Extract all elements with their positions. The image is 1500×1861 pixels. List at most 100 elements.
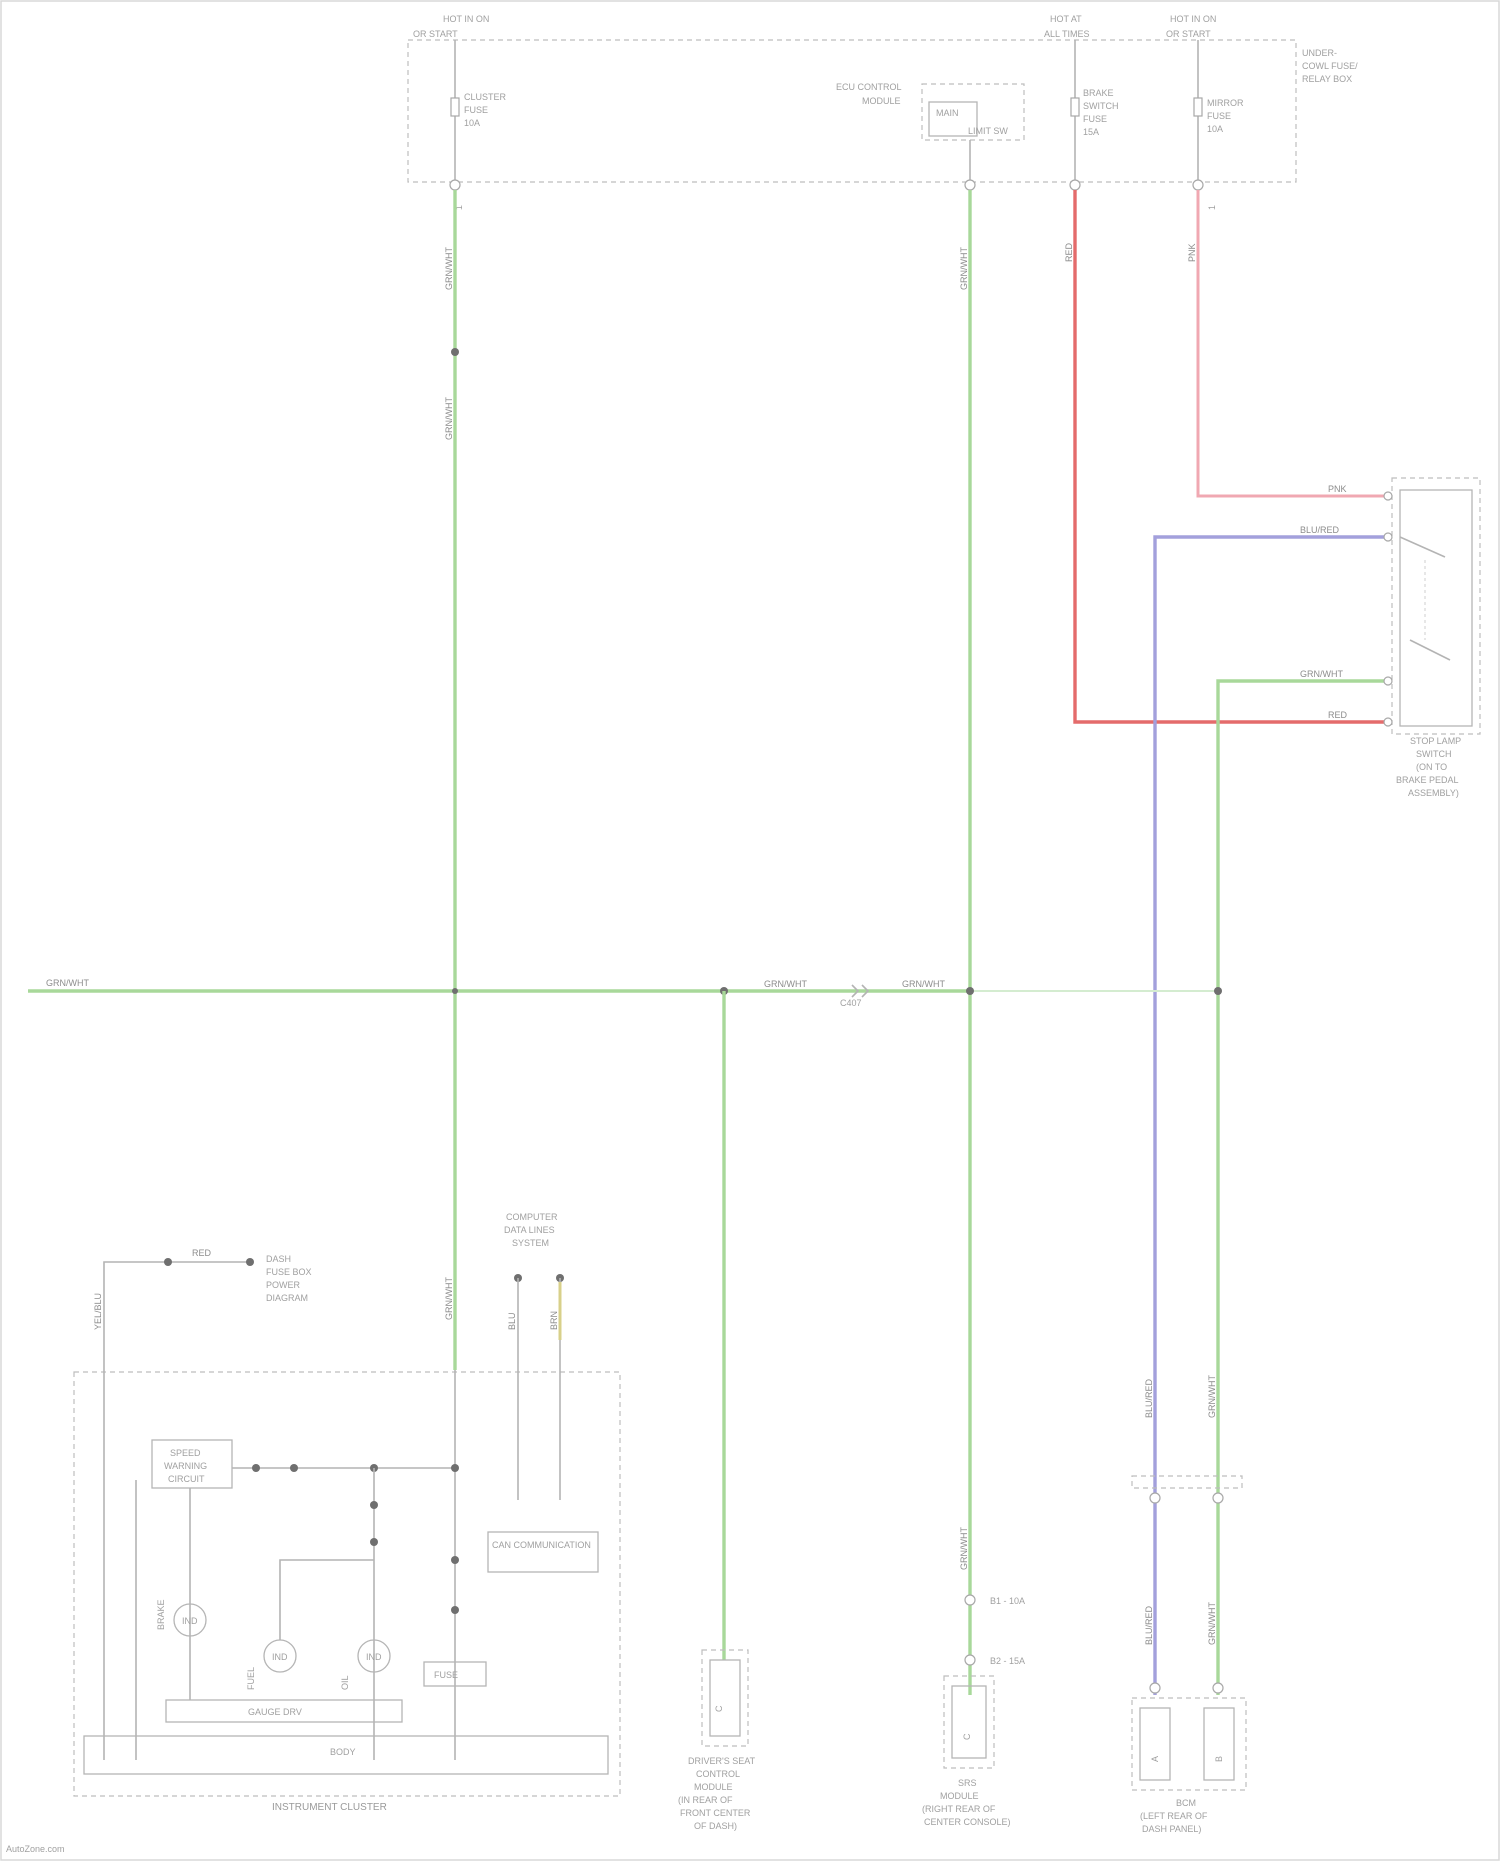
wire-label-bus-mid: GRN/WHT (764, 979, 807, 989)
hot-label-3b: OR START (1166, 29, 1211, 39)
airbag-left-l5: FRONT CENTER (680, 1808, 751, 1818)
wire-label-purple-right: BLU/RED (1300, 525, 1340, 535)
cluster-conn-label-1: COMPUTER (506, 1212, 558, 1222)
rear-connector-right: A B BCM (LEFT REAR OF DASH PANEL) (1132, 1476, 1246, 1834)
fuse-mid-label-3: FUSE (1083, 114, 1107, 124)
splice-left-upper (451, 348, 459, 356)
rear-conn-pin-2: B (1214, 1756, 1224, 1762)
cluster-ref-1: DASH (266, 1254, 291, 1264)
wire-label-bus-left: GRN/WHT (46, 978, 89, 988)
wire-label-red-right: RED (1328, 710, 1348, 720)
hot-label-1: HOT IN ON (443, 14, 489, 24)
fuse-right-label-3: 10A (1207, 124, 1223, 134)
wire-label-left-2: GRN/WHT (444, 397, 454, 440)
splice-bus-cross (452, 988, 458, 994)
cluster-logic-box: CAN COMMUNICATION (492, 1540, 591, 1550)
airbag-left-l3: MODULE (694, 1782, 733, 1792)
airbag-left-l6: OF DASH) (694, 1821, 737, 1831)
fuse-box-name-1: UNDER- (1302, 48, 1337, 58)
splice-bus-switch (1214, 987, 1222, 995)
wire-label-pink-right: PNK (1328, 484, 1347, 494)
cluster-conn-label-3: SYSTEM (512, 1238, 549, 1248)
cluster-ground-bar: BODY (330, 1747, 356, 1757)
instrument-cluster: RED DASH FUSE BOX POWER DIAGRAM YEL/BLU … (74, 1212, 620, 1813)
control-module-label-1: ECU CONTROL (836, 82, 902, 92)
gauge-1-label: IND (182, 1616, 198, 1626)
fuse-mid-label-4: 15A (1083, 127, 1099, 137)
mid-conn-ref-2: B2 - 15A (990, 1656, 1025, 1666)
fuse-left-label-3: 10A (464, 118, 480, 128)
wire-label-left-3: GRN/WHT (444, 1277, 454, 1320)
cluster-ref-2: FUSE BOX (266, 1267, 312, 1277)
hot-label-2: HOT AT (1050, 14, 1082, 24)
fuse-right (1194, 98, 1202, 116)
fuse-right-label-1: MIRROR (1207, 98, 1244, 108)
airbag-left-l2: CONTROL (696, 1769, 740, 1779)
fuse-box-top: HOT IN ON OR START HOT AT ALL TIMES HOT … (408, 14, 1358, 210)
stop-lamp-switch: STOP LAMP SWITCH (ON TO BRAKE PEDAL ASSE… (1384, 478, 1480, 798)
fuse-box-name-3: RELAY BOX (1302, 74, 1352, 84)
airbag-sensor-left: C DRIVER'S SEAT CONTROL MODULE (IN REAR … (678, 1650, 756, 1831)
mid-conn-ref-1: B1 - 10A (990, 1596, 1025, 1606)
wire-label-left-1: GRN/WHT (444, 247, 454, 290)
fuse-box-name-2: COWL FUSE/ (1302, 61, 1358, 71)
wire-label-module-2: GRN/WHT (959, 1527, 969, 1570)
stop-switch-label-4: BRAKE PEDAL (1396, 775, 1459, 785)
wire-purple (1155, 537, 1388, 1695)
cluster-module-l2: WARNING (164, 1461, 207, 1471)
wire-label-switch-1: GRN/WHT (1207, 1375, 1217, 1418)
mid-conn-pin: C (962, 1733, 972, 1740)
cluster-small-box: FUSE (434, 1670, 458, 1680)
mid-conn-l4: CENTER CONSOLE) (924, 1817, 1011, 1827)
cluster-conn-wire-2: BRN (549, 1311, 559, 1330)
gauge-3-label: IND (366, 1652, 382, 1662)
fuse-mid (1071, 98, 1079, 116)
wire-label-module-1: GRN/WHT (959, 247, 969, 290)
rear-conn-l2: (LEFT REAR OF (1140, 1811, 1208, 1821)
fuse-left-label-1: CLUSTER (464, 92, 507, 102)
cluster-module-l3: CIRCUIT (168, 1474, 205, 1484)
splice-bus-module (966, 987, 974, 995)
control-module-label-2: MODULE (862, 96, 901, 106)
cluster-name: INSTRUMENT CLUSTER (272, 1802, 387, 1813)
cluster-ref-4: DIAGRAM (266, 1293, 308, 1303)
fuse-mid-label-2: SWITCH (1083, 101, 1119, 111)
hot-label-1b: OR START (413, 29, 458, 39)
cluster-red-label: RED (192, 1248, 212, 1258)
cluster-ref-3: POWER (266, 1280, 301, 1290)
gauge-2-label: IND (272, 1652, 288, 1662)
mid-conn-l1: SRS (958, 1778, 977, 1788)
hot-label-3: HOT IN ON (1170, 14, 1216, 24)
stop-switch-label-3: (ON TO (1416, 762, 1447, 772)
wire-label-red-top: RED (1064, 242, 1074, 262)
cluster-conn-wire-1: BLU (507, 1312, 517, 1330)
wire-pink (1198, 190, 1388, 496)
cluster-module-l1: SPEED (170, 1448, 201, 1458)
fuse-right-label-2: FUSE (1207, 111, 1231, 121)
bus-connector-label: C407 (840, 998, 862, 1008)
cluster-left-wire-label: YEL/BLU (93, 1293, 103, 1330)
footer-credit: AutoZone.com (6, 1844, 65, 1854)
wire-label-switch-right: GRN/WHT (1300, 669, 1343, 679)
airbag-sensor-mid: B1 - 10A B2 - 15A C SRS MODULE (RIGHT RE… (922, 1595, 1025, 1827)
rear-conn-l1: BCM (1176, 1798, 1196, 1808)
airbag-left-pin: C (714, 1705, 724, 1712)
wire-label-pink-top: PNK (1187, 243, 1197, 262)
stop-switch-label-1: STOP LAMP (1410, 736, 1461, 746)
control-module-pin: LIMIT SW (968, 126, 1008, 136)
fuse-left (451, 98, 459, 116)
hot-label-2b: ALL TIMES (1044, 29, 1090, 39)
wire-label-switch-2: GRN/WHT (1207, 1602, 1217, 1645)
fuse-mid-label-1: BRAKE (1083, 88, 1114, 98)
mid-conn-l2: MODULE (940, 1791, 979, 1801)
wire-label-purple-1: BLU/RED (1144, 1378, 1154, 1418)
gauge-1-side: BRAKE (156, 1599, 166, 1630)
cluster-conn-label-2: DATA LINES (504, 1225, 555, 1235)
wire-green-switch (1218, 681, 1388, 1695)
stop-switch-label-2: SWITCH (1416, 749, 1452, 759)
cluster-gauge-bar: GAUGE DRV (248, 1707, 302, 1717)
gauge-2-side: FUEL (246, 1667, 256, 1690)
